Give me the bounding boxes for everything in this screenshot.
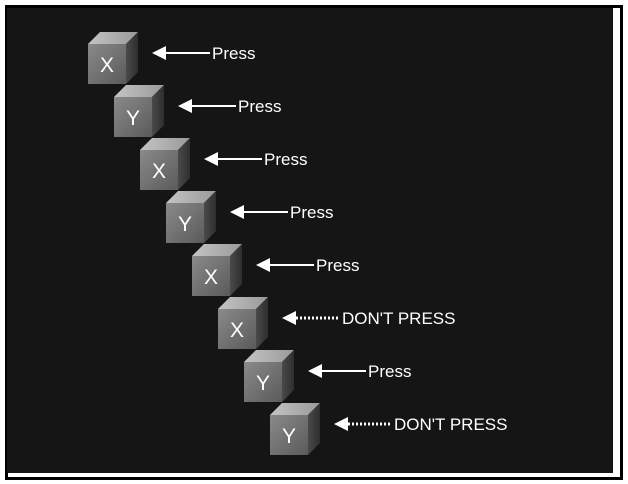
press-label: Press xyxy=(238,97,281,116)
arrow-head-icon xyxy=(256,258,270,272)
arrow-head-icon xyxy=(204,152,218,166)
arrow-head-icon xyxy=(178,99,192,113)
arrow-head-icon xyxy=(282,311,296,325)
dont-press-label: DON'T PRESS xyxy=(342,309,455,328)
cube-letter: X xyxy=(100,54,114,77)
arrow-head-icon xyxy=(334,417,348,431)
cube-letter: Y xyxy=(282,425,296,448)
cube-letter: X xyxy=(230,319,244,342)
press-label: Press xyxy=(316,256,359,275)
sequence-item: X Press xyxy=(140,138,307,190)
dont-press-label: DON'T PRESS xyxy=(394,415,507,434)
sequence-item: X Press xyxy=(88,32,255,84)
press-label: Press xyxy=(264,150,307,169)
press-label: Press xyxy=(212,44,255,63)
arrow-head-icon xyxy=(308,364,322,378)
sequence-item: Y Press xyxy=(166,191,333,243)
arrow-head-icon xyxy=(152,46,166,60)
cube-letter: Y xyxy=(126,107,140,130)
sequence-item: X Press xyxy=(192,244,359,296)
sequence-item: X DON'T PRESS xyxy=(218,297,455,349)
arrow-head-icon xyxy=(230,205,244,219)
press-label: Press xyxy=(290,203,333,222)
press-label: Press xyxy=(368,362,411,381)
sequence-item: Y Press xyxy=(244,350,411,402)
cube-letter: X xyxy=(204,266,218,289)
sequence-item: Y DON'T PRESS xyxy=(270,403,507,455)
sequence-item: Y Press xyxy=(114,85,281,137)
cube-letter: Y xyxy=(256,372,270,395)
cube-letter: X xyxy=(152,160,166,183)
cube-letter: Y xyxy=(178,213,192,236)
